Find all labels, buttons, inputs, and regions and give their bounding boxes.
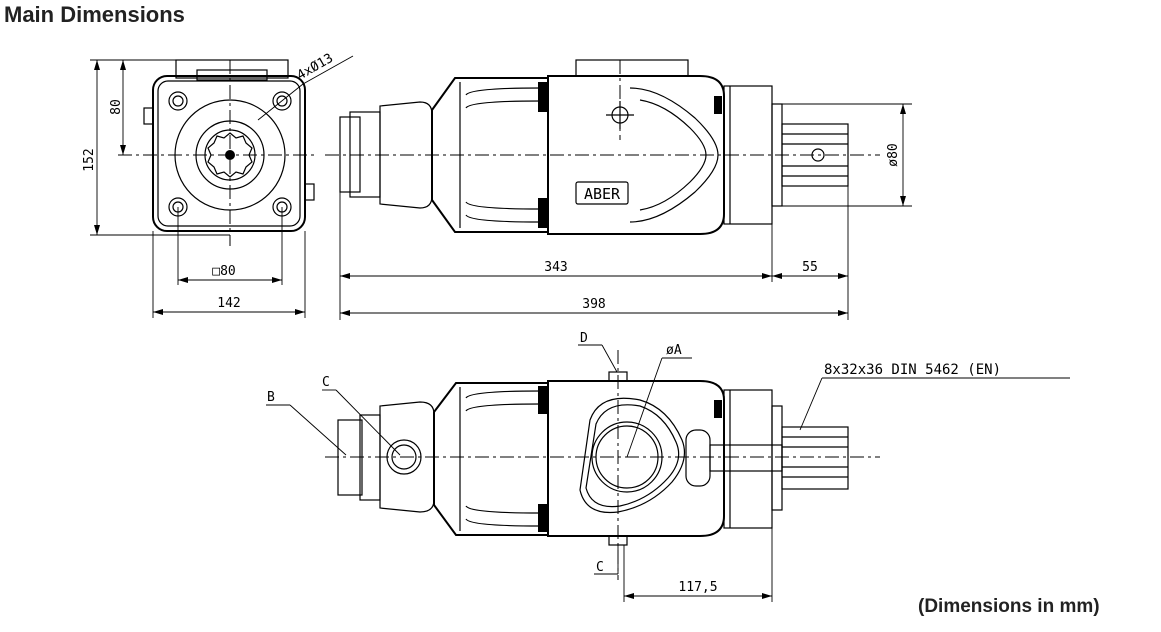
port-d-label: D <box>580 331 588 346</box>
offset-label: 117,5 <box>678 580 717 595</box>
port-b-label: B <box>267 390 275 405</box>
side-view: ABER ø80 343 55 398 <box>325 59 912 320</box>
units-note: (Dimensions in mm) <box>918 596 1100 617</box>
page-title: Main Dimensions <box>4 2 185 27</box>
port-c-top-label: C <box>322 375 330 390</box>
body-length-label: 343 <box>544 260 567 275</box>
port-c-bottom-label: C <box>596 560 604 575</box>
shaft-diameter-label: ø80 <box>886 143 901 166</box>
center-height-label: 80 <box>109 99 124 115</box>
bolt-square-label: □80 <box>212 264 235 279</box>
bottom-view: D øA 8x32x36 DIN 5462 (EN) B C C 117,5 <box>266 331 1070 602</box>
brand-label: ABER <box>584 185 621 203</box>
height-label: 152 <box>82 148 97 171</box>
spline-label: 8x32x36 DIN 5462 (EN) <box>824 362 1001 378</box>
overall-length-label: 398 <box>582 297 605 312</box>
shaft-length-label: 55 <box>802 260 818 275</box>
port-a-label: øA <box>666 343 682 358</box>
holes-label: 4xØ13 <box>295 51 336 84</box>
width-label: 142 <box>217 296 240 311</box>
front-view: 152 80 4xØ13 □80 142 <box>82 51 354 318</box>
